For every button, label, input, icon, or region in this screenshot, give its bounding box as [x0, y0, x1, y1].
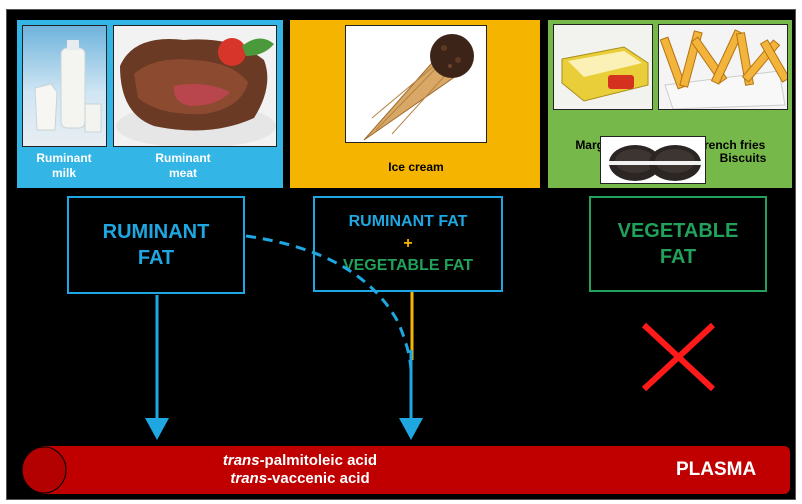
vegetable-fat-line1: VEGETABLE [617, 220, 739, 242]
margarine-photo [553, 24, 653, 110]
ruminant-fat-line2: FAT [137, 247, 175, 269]
mixed-arrow-head [399, 418, 423, 440]
ruminant-arrow-head [145, 418, 169, 440]
ruminant-meat-label: Ruminant meat [155, 151, 211, 180]
mixed-fat-ruminant-line: RUMINANT FAT [348, 213, 468, 230]
no-transfer-cross-stroke-2 [641, 322, 716, 392]
mixed-fat-plus-sign: + [403, 235, 413, 252]
trans-vaccenic-acid: trans-vaccenic acid [230, 470, 370, 487]
biscuits-label: Biscuits [719, 151, 767, 165]
ruminant-fat-box: RUMINANT FAT [67, 196, 245, 294]
french-fries-label: French fries [696, 138, 766, 152]
trans-palmitoleic-acid: trans-palmitoleic acid [222, 452, 378, 469]
mixed-foods-panel: Ice cream [290, 20, 540, 188]
vegetable-foods-panel: Margarine French fries Biscuits [548, 20, 792, 188]
steak-photo [113, 25, 277, 147]
plasma-bar [22, 446, 790, 494]
ice-cream-label: Ice cream [388, 160, 444, 174]
vegetable-fat-box: VEGETABLE FAT [589, 196, 767, 292]
mixed-fat-box: RUMINANT FAT + VEGETABLE FAT [313, 196, 503, 292]
ruminant-fat-line1: RUMINANT [102, 221, 210, 243]
biscuits-photo [600, 136, 706, 184]
mixed-fat-vegetable-line: VEGETABLE FAT [342, 257, 474, 274]
ruminant-foods-panel: Ruminant milk Ruminant meat [17, 20, 283, 188]
fries-photo [658, 24, 788, 110]
ruminant-milk-label: Ruminant milk [36, 151, 92, 180]
vegetable-fat-line2: FAT [659, 246, 697, 268]
plasma-acids-text: trans-palmitoleic acid trans-vaccenic ac… [0, 452, 600, 488]
milk-photo [22, 25, 107, 147]
ruminant-to-mixed-dashed-curve [245, 234, 413, 371]
plasma-label: PLASMA [676, 459, 757, 480]
ice-cream-photo [345, 25, 487, 143]
